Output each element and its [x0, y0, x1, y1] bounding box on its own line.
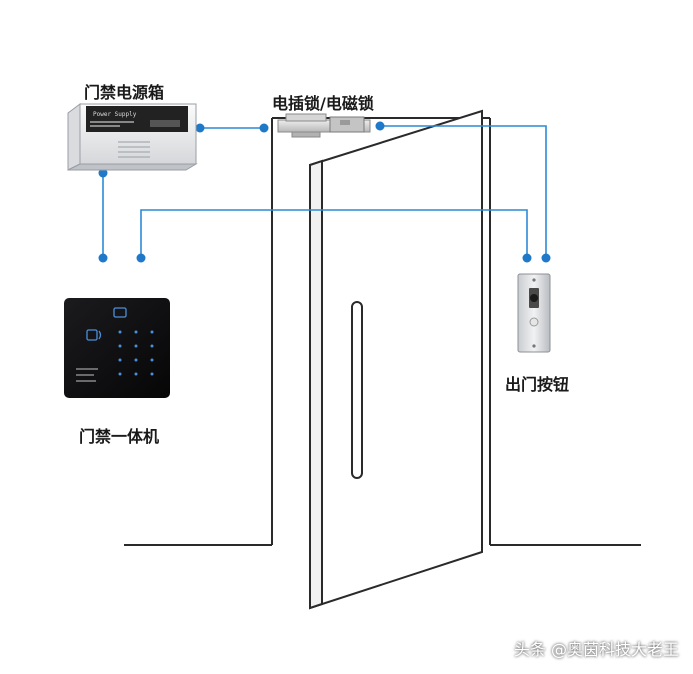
card-reader-icon: [86, 329, 102, 341]
power-box-plate: [86, 106, 188, 132]
electric-lock-icon: [277, 113, 371, 138]
keypad-print: [76, 368, 98, 382]
power-supply-box-icon: Power Supply: [67, 103, 198, 171]
wiring: [102, 125, 547, 258]
wire-dots: [98, 121, 551, 263]
wire-lock-to-exit-button: [380, 125, 547, 258]
door-leaf: [309, 109, 483, 610]
door-edge: [309, 159, 323, 610]
exit-button-icon: [517, 273, 551, 353]
label-exit-button: 出门按钮: [505, 375, 570, 394]
label-access-unit: 门禁一体机: [79, 427, 160, 446]
door-handle: [351, 301, 363, 479]
watermark: 头条 @奥茵科技大老王: [513, 640, 679, 659]
power-box-plate-text: Power Supply: [93, 111, 137, 118]
power-box-vents: [118, 141, 150, 158]
keypad-access-unit-icon: [64, 298, 170, 398]
wire-unit-to-exit-button: [140, 209, 528, 258]
label-power-box: 门禁电源箱: [84, 83, 165, 102]
door-icon: [309, 109, 483, 610]
keypad-keys: [118, 330, 154, 376]
label-lock: 电插锁/电磁锁: [272, 94, 374, 113]
